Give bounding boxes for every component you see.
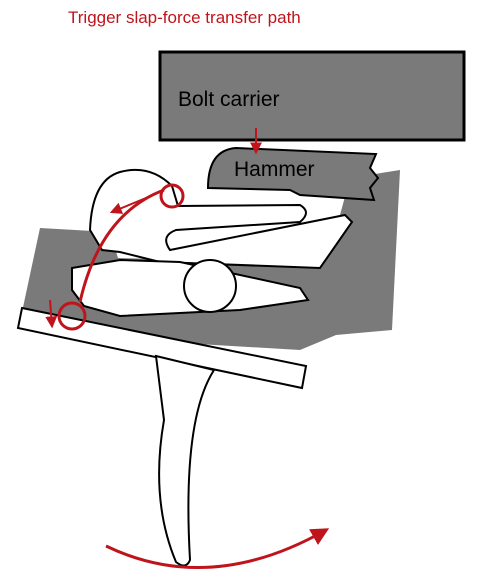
force-transfer-arc <box>78 188 165 303</box>
trigger-contact-circle <box>57 301 87 331</box>
trigger-blade <box>154 354 216 567</box>
hammer-body <box>206 146 380 202</box>
trigger-guard-plate <box>16 306 308 390</box>
diagram-title: Trigger slap-force transfer path <box>68 8 301 27</box>
hammer-label: Hammer <box>234 158 315 181</box>
bolt-carrier <box>158 50 466 142</box>
bolt-carrier-label: Bolt carrier <box>178 88 280 111</box>
trigger-pin <box>183 259 237 313</box>
trigger-rotation-arc <box>105 528 330 570</box>
force-path-annotations <box>45 128 330 570</box>
hammer-contact-circle <box>159 183 185 209</box>
trigger-tip-arrow <box>45 299 58 329</box>
disconnector-arrow <box>109 197 147 214</box>
